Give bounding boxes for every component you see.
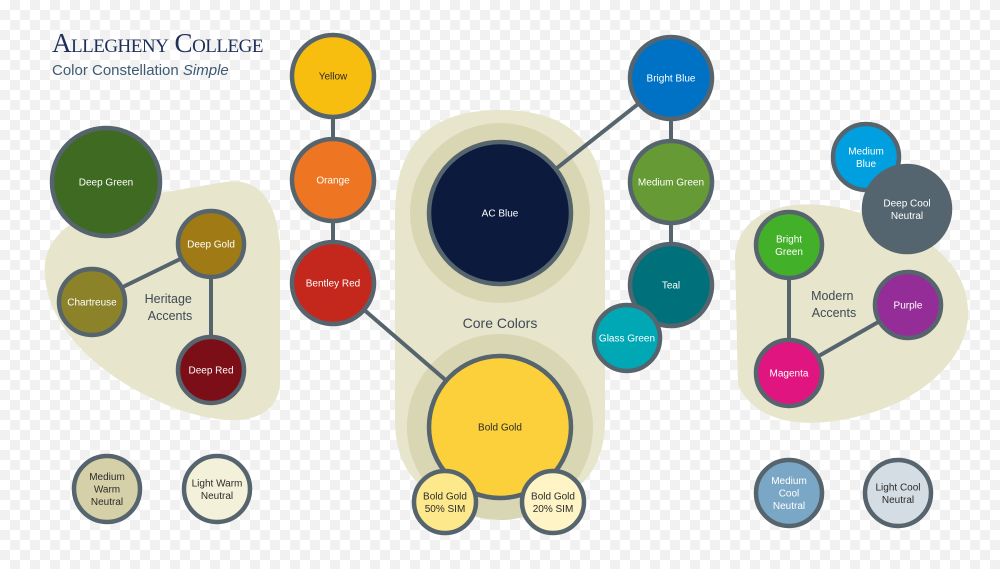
bright-green-swatch [753, 209, 825, 281]
yellow-label: Yellow [319, 72, 348, 83]
color-node-medium-green: Medium Green [627, 138, 715, 226]
color-node-chartreuse: Chartreuse [56, 266, 128, 338]
medium-green-label: Medium Green [638, 178, 704, 189]
bright-blue-label: Bright Blue [647, 74, 696, 85]
color-node-orange: Orange [289, 136, 377, 224]
color-node-deep-green: Deep Green [49, 125, 163, 239]
color-node-bold-gold: Bold Gold [426, 353, 574, 501]
light-warm-neutral-swatch [181, 453, 253, 525]
magenta-swatch [753, 337, 825, 409]
bold-gold-20-swatch [519, 468, 587, 536]
glass-green-swatch [591, 302, 663, 374]
modern-accents-label: Modern Accents [811, 289, 857, 320]
magenta-label: Magenta [770, 369, 809, 380]
brand-header: Allegheny College Color Constellation Si… [52, 28, 263, 79]
bright-blue-swatch [627, 34, 715, 122]
color-node-bright-blue: Bright Blue [627, 34, 715, 122]
bold-gold-swatch [426, 353, 574, 501]
deep-red-swatch [175, 334, 247, 406]
chartreuse-label: Chartreuse [67, 298, 117, 309]
bentley-red-swatch [289, 239, 377, 327]
medium-cool-neutral-swatch [753, 457, 825, 529]
teal-swatch [627, 241, 715, 329]
chartreuse-swatch [56, 266, 128, 338]
heritage-accents-label: Heritage Accents [145, 292, 196, 323]
medium-green-swatch [627, 138, 715, 226]
brand-subtitle-main: Color Constellation [52, 62, 179, 79]
teal-label: Teal [662, 281, 680, 292]
color-node-purple: Purple [872, 269, 944, 341]
yellow-swatch [289, 32, 377, 120]
deep-green-label: Deep Green [79, 178, 133, 189]
purple-swatch [872, 269, 944, 341]
color-node-ac-blue: AC Blue [426, 139, 574, 287]
deep-gold-label: Deep Gold [187, 240, 235, 251]
brand-subtitle: Color Constellation Simple [52, 62, 263, 79]
color-node-teal: Teal [627, 241, 715, 329]
color-node-glass-green: Glass Green [591, 302, 663, 374]
color-node-deep-red: Deep Red [175, 334, 247, 406]
medium-warm-neutral-swatch [71, 453, 143, 525]
brand-name: Allegheny College [52, 28, 263, 58]
color-node-bentley-red: Bentley Red [289, 239, 377, 327]
deep-red-label: Deep Red [188, 366, 233, 377]
ac-blue-label: AC Blue [482, 209, 519, 220]
deep-green-swatch [49, 125, 163, 239]
orange-swatch [289, 136, 377, 224]
bold-gold-label: Bold Gold [478, 423, 522, 434]
light-cool-neutral-swatch [862, 457, 934, 529]
glass-green-label: Glass Green [599, 334, 655, 345]
ac-blue-swatch [426, 139, 574, 287]
bold-gold-50-swatch [411, 468, 479, 536]
bentley-red-label: Bentley Red [306, 279, 360, 290]
deep-gold-swatch [175, 208, 247, 280]
color-node-deep-gold: Deep Gold [175, 208, 247, 280]
purple-label: Purple [894, 301, 923, 312]
color-node-yellow: Yellow [289, 32, 377, 120]
deep-cool-neutral-swatch [861, 163, 953, 255]
color-node-magenta: Magenta [753, 337, 825, 409]
brand-subtitle-italic: Simple [182, 62, 229, 79]
core-colors-label: Core Colors [463, 315, 538, 331]
orange-label: Orange [316, 176, 350, 187]
group-labels: Heritage Accents Core Colors Modern Acce… [145, 289, 857, 331]
